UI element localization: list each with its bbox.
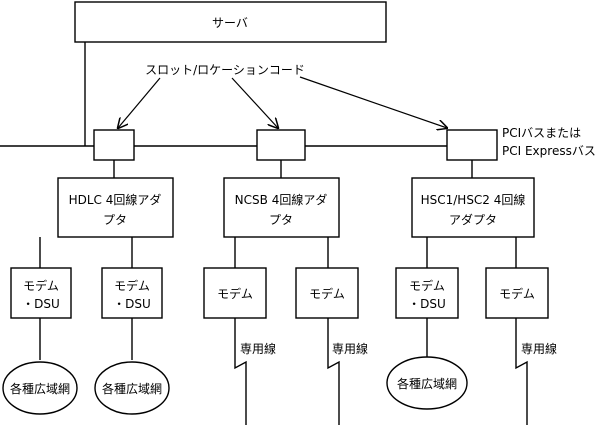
device-box-5	[395, 267, 459, 319]
adapter-box-ncsb	[223, 177, 340, 238]
slot-arrow-3	[299, 76, 447, 128]
slot-box-1	[93, 129, 135, 161]
device-1-line1: モデム	[23, 278, 59, 293]
device-box-2	[101, 267, 163, 319]
device-2-line1: モデム	[114, 278, 150, 293]
adapter-hdlc-line2: プタ	[103, 213, 127, 227]
device-3-line1: モデム	[217, 286, 253, 301]
adapter-box-hsc	[411, 177, 535, 238]
adapter-hdlc-line1: HDLC 4回線アダ	[69, 192, 162, 207]
slot-box-2	[256, 129, 306, 161]
network-ellipse-1	[2, 361, 78, 415]
slot-arrow-2	[231, 77, 278, 128]
leased-line-2	[327, 318, 340, 425]
leased-line-1-label: 専用線	[240, 341, 276, 356]
leased-line-3	[515, 318, 528, 425]
server-label: サーバ	[212, 16, 248, 30]
adapter-ncsb-line1: NCSB 4回線アダ	[235, 192, 328, 207]
adapter-hsc-line2: アダプタ	[449, 212, 497, 227]
device-4-line1: モデム	[309, 286, 345, 301]
bus-label-line2: PCI Expressバス	[502, 144, 596, 158]
network-1-label: 各種広域網	[10, 381, 70, 396]
adapter-ncsb-line2: プタ	[269, 213, 293, 227]
network-ellipse-3	[386, 356, 468, 410]
network-ellipse-2	[94, 361, 170, 415]
server-box	[74, 1, 387, 43]
bus-label-line1: PCIバスまたは	[502, 126, 581, 140]
slot-box-3	[446, 129, 498, 161]
device-5-line1: モデム	[409, 278, 445, 293]
device-1-line2: ・DSU	[22, 297, 60, 311]
device-box-4	[295, 267, 359, 319]
device-5-line2: ・DSU	[408, 297, 446, 311]
network-2-label: 各種広域網	[102, 381, 162, 396]
device-6-line1: モデム	[499, 286, 535, 301]
adapter-box-hdlc	[57, 177, 174, 238]
slot-arrow-1	[118, 77, 161, 128]
adapter-hsc-line1: HSC1/HSC2 4回線	[421, 192, 526, 207]
leased-line-3-label: 専用線	[521, 341, 557, 356]
leased-line-1	[234, 318, 247, 425]
device-2-line2: ・DSU	[113, 297, 151, 311]
device-box-1	[10, 267, 72, 319]
device-box-3	[203, 267, 267, 319]
device-box-6	[485, 267, 549, 319]
slot-location-label: スロット/ロケーションコード	[145, 63, 305, 77]
leased-line-2-label: 専用線	[332, 341, 368, 356]
network-3-label: 各種広域網	[397, 376, 457, 391]
